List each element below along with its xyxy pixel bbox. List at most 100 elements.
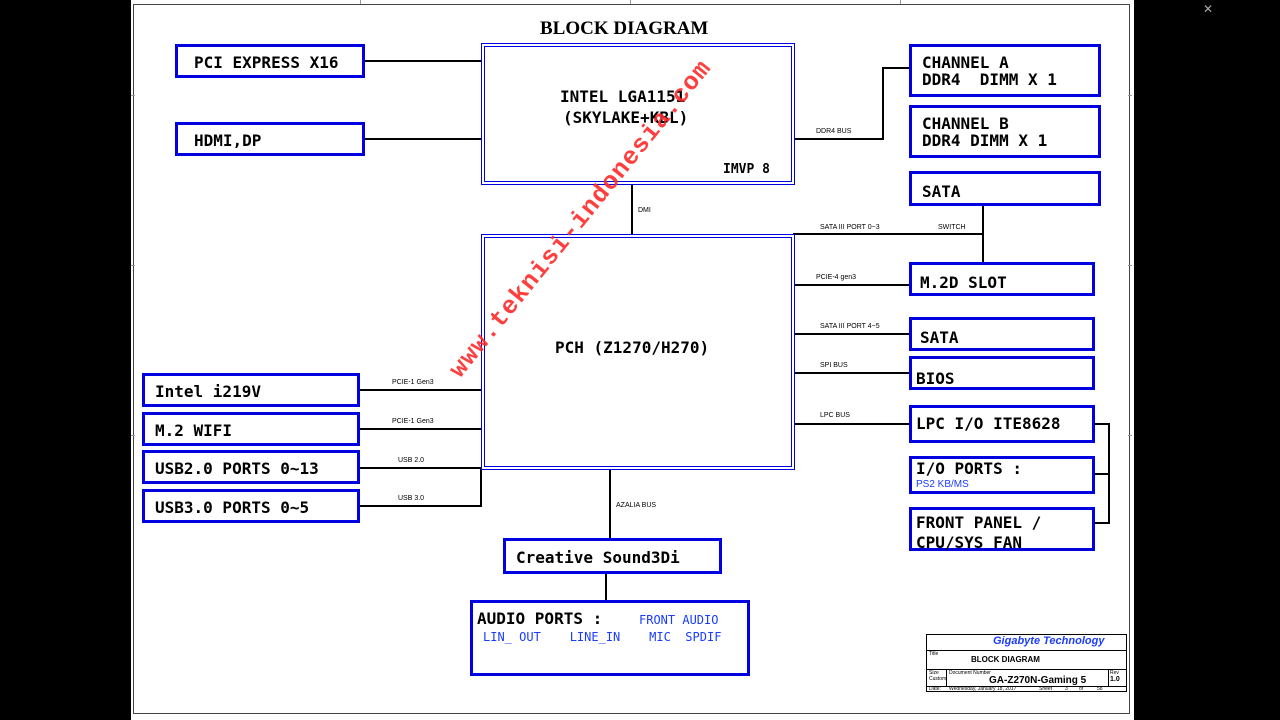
pcie-x16-block: PCI EXPRESS X16 [175,44,365,78]
block-label: HDMI,DP [194,131,262,150]
wire-spi [793,372,910,374]
wire-usb-vert [480,467,482,507]
m2d-slot-block: M.2D SLOT [909,262,1095,296]
sata-mid-block: SATA [909,317,1095,351]
tb-size-label: Size [929,670,939,676]
cpu-label-1: INTEL LGA1151 [560,87,686,106]
bus-label: PCIE-1 Gen3 [392,379,434,386]
ruler-tick [630,0,631,4]
tb-size-value: Custom [929,676,947,682]
ruler-tick [360,0,361,4]
bus-label: PCIE-1 Gen3 [392,418,434,425]
ruler-tick [131,435,135,436]
bios-block: BIOS [909,356,1095,390]
ruler-tick [131,265,135,266]
tb-divider [946,669,947,686]
close-icon[interactable]: ✕ [1203,2,1214,16]
wire-lpc-bracket-bot [1093,522,1110,524]
block-sublabel: LIN_ OUT LINE_IN MIC SPDIF [483,630,722,644]
usb3-block: USB3.0 PORTS 0~5 [142,489,360,523]
sound-block: Creative Sound3Di [503,538,722,574]
block-label: M.2D SLOT [920,273,1007,292]
block-label: AUDIO PORTS : [477,609,603,628]
block-label: CHANNEL A [922,53,1009,72]
bus-label: SATA III PORT 4~5 [820,323,880,330]
ruler-tick [1128,435,1132,436]
bus-label: SPI BUS [820,362,848,369]
wire-lpc-bracket-mid [1093,473,1110,475]
block-label: DDR4 DIMM X 1 [922,131,1048,150]
ruler-tick [131,95,135,96]
tb-divider [927,650,1126,651]
wire-sata-switch [982,205,984,263]
title-block: Gigabyte Technology Title BLOCK DIAGRAM … [926,634,1127,692]
block-label: CHANNEL B [922,114,1009,133]
block-label: DDR4 DIMM X 1 [922,70,1057,89]
tb-divider [927,686,1126,687]
wire-pcie4 [793,284,910,286]
cpu-block: INTEL LGA1151 (SKYLAKE+KBL) IMVP 8 [481,43,795,185]
io-ports-block: I/O PORTS : PS2 KB/MS [909,456,1095,494]
lpc-io-block: LPC I/O ITE8628 [909,405,1095,443]
tb-date-value: Wednesday, January 18, 2017 [949,686,1017,692]
wire-sata45 [793,333,910,335]
wire-pcie-cpu [364,60,482,62]
wire-azalia [609,468,611,540]
block-label: SATA [922,182,961,201]
block-label: SATA [920,328,959,347]
pch-block: PCH (Z1270/H270) [481,234,795,470]
tb-sheet-label: Sheet [1039,686,1053,692]
bus-label: LPC BUS [820,412,850,419]
block-sublabel: PS2 KB/MS [916,479,969,490]
bus-label: SATA III PORT 0~3 [820,224,880,231]
block-label: LPC I/O ITE8628 [916,414,1061,433]
block-label: Intel i219V [155,382,261,401]
wire-wifi [358,428,482,430]
bus-label: SWITCH [938,224,966,231]
wire-lpc [793,423,910,425]
block-label: I/O PORTS : [916,459,1022,478]
block-label: USB2.0 PORTS 0~13 [155,459,319,478]
tb-rev-label: Rev [1110,670,1119,676]
bus-label: USB 2.0 [398,457,425,464]
channel-b-block: CHANNEL B DDR4 DIMM X 1 [909,105,1101,158]
diagram-title: BLOCK DIAGRAM [540,18,709,39]
tb-title-value: BLOCK DIAGRAM [971,655,1040,664]
tb-rev-value: 1.0 [1110,676,1120,683]
sheet-border [133,4,1130,714]
tb-title-label: Title [929,651,939,657]
channel-a-block: CHANNEL A DDR4 DIMM X 1 [909,44,1101,97]
wire-usb3 [358,505,482,507]
tb-docnum-value: GA-Z270N-Gaming 5 [989,675,1087,686]
front-panel-block: FRONT PANEL / CPU/SYS FAN [909,507,1095,552]
bus-label: USB 3.0 [398,495,425,502]
block-label: Creative Sound3Di [516,548,680,567]
tb-divider [927,669,1126,670]
sata-top-block: SATA [909,171,1101,206]
ruler-tick [900,0,901,4]
wire-ddr4-a [882,67,910,69]
wire-lpc-bracket-top [1093,423,1110,425]
tb-date-label: Date: [929,686,941,692]
cpu-note: IMVP 8 [723,162,770,177]
bus-label: AZALIA BUS [616,502,657,509]
wire-lan [358,389,482,391]
wire-audio [605,572,607,602]
bus-label: DMI [638,207,651,214]
company-name: Gigabyte Technology [993,635,1105,647]
bus-label: DDR4 BUS [816,128,852,135]
wire-sata03 [793,233,983,235]
lan-block: Intel i219V [142,373,360,407]
audio-ports-block: AUDIO PORTS : FRONT AUDIO LIN_ OUT LINE_… [470,600,750,676]
block-label: BIOS [916,369,955,388]
wire-dmi [631,184,633,236]
block-label: M.2 WIFI [155,421,233,440]
usb2-block: USB2.0 PORTS 0~13 [142,450,360,484]
block-sublabel: FRONT AUDIO [639,613,719,627]
wire-ddr4-bus [793,138,883,140]
bus-label: PCIE-4 gen3 [816,274,857,281]
tb-sheet-value: 3 [1065,686,1068,692]
cpu-label-2: (SKYLAKE+KBL) [563,108,689,127]
wire-hdmi-cpu [364,138,482,140]
block-label: FRONT PANEL / [916,513,1042,532]
